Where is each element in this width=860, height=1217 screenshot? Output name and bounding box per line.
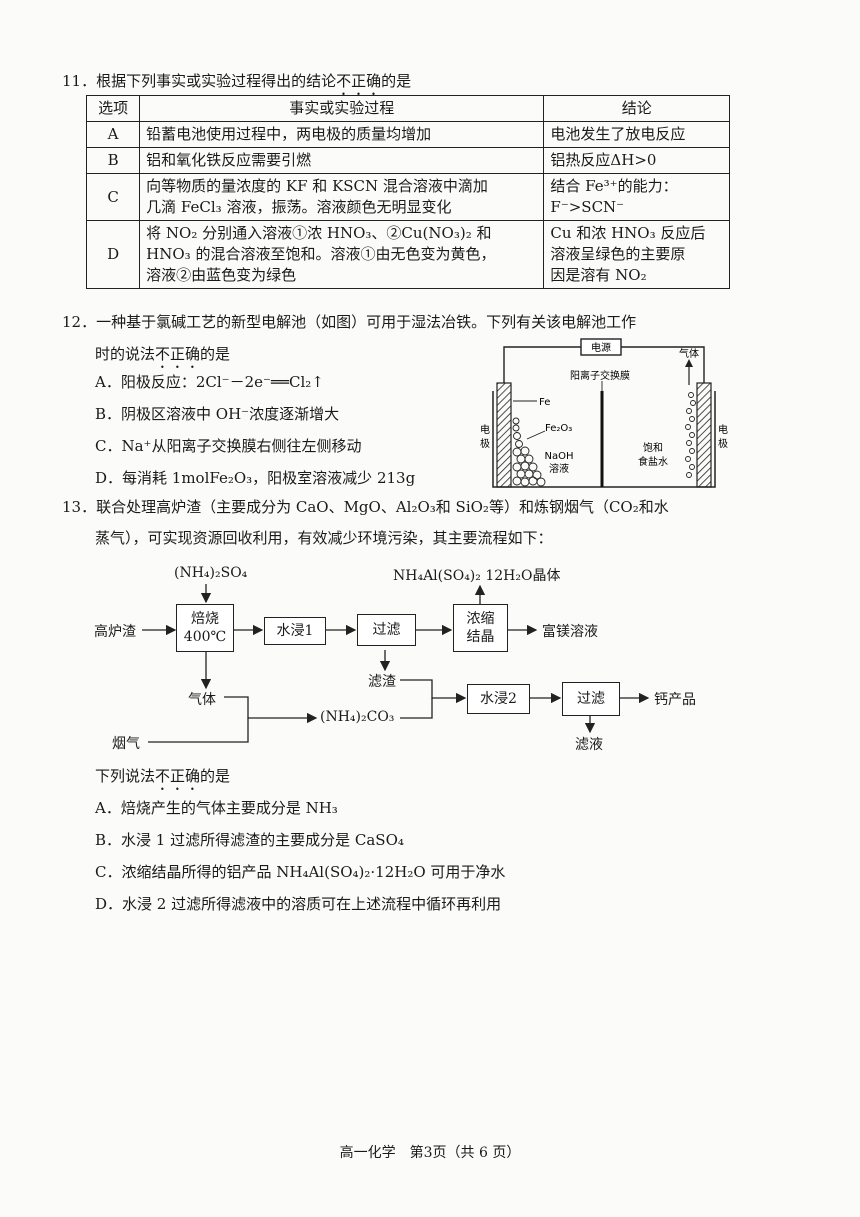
table-row: B 铝和氧化铁反应需要引燃 铝热反应ΔH>0 xyxy=(85,147,730,174)
flow-mg-solution: 富镁溶液 xyxy=(542,624,598,640)
flow-residue: 滤渣 xyxy=(368,674,396,690)
power-wire xyxy=(503,346,705,383)
flow-product-top: NH₄Al(SO₄)₂ 12H₂O晶体 xyxy=(393,568,561,584)
table-header-row: 选项 事实或实验过程 结论 xyxy=(85,95,730,122)
row-option: D xyxy=(85,220,141,289)
line-flue-join xyxy=(148,718,249,743)
fe2o3-pile xyxy=(512,417,546,487)
line-carbonate-join xyxy=(400,698,433,719)
row-option: A xyxy=(85,121,141,148)
q12-option-b: B．阴极区溶液中 OH⁻浓度逐渐增大 xyxy=(95,405,340,423)
power-label: 电源 xyxy=(591,341,611,354)
naoh-label-2: 溶液 xyxy=(549,462,569,475)
naoh-label-1: NaOH xyxy=(545,451,574,462)
q11-stem: 11．根据下列事实或实验过程得出的结论不正确的是 xyxy=(62,72,412,90)
power-source-box xyxy=(580,338,622,356)
arrow-residue-to-leach2 xyxy=(400,679,467,704)
flow-input: 高炉渣 xyxy=(94,624,136,640)
row-fact: 向等物质的量浓度的 KF 和 KSCN 混合溶液中滴加 几滴 FeCl₃ 溶液，… xyxy=(139,173,545,221)
q12-stem-line1: 12．一种基于氯碱工艺的新型电解池（如图）可用于湿法冶铁。下列有关该电解池工作 xyxy=(62,313,637,331)
right-electrode-label-2: 极 xyxy=(718,437,728,450)
brine-label-2: 食盐水 xyxy=(638,455,668,468)
leach2-box: 水浸2 xyxy=(467,684,530,714)
gas-label: 气体 xyxy=(679,347,699,360)
row-conclusion: Cu 和浓 HNO₃ 反应后 溶液呈绿色的主要原 因是溶有 NO₂ xyxy=(543,220,730,289)
q13-stem-line1: 13．联合处理高炉渣（主要成分为 CaO、MgO、Al₂O₃和 SiO₂等）和炼… xyxy=(62,498,669,516)
q13-question: 下列说法不正确的是 xyxy=(95,767,231,785)
q13-stem-line2: 蒸气），可实现资源回收利用，有效减少环境污染，其主要流程如下： xyxy=(95,529,553,547)
right-electrode xyxy=(696,382,712,488)
q12-option-a: A．阳极反应：2Cl⁻－2e⁻══Cl₂↑ xyxy=(95,373,324,391)
row-conclusion: 电池发生了放电反应 xyxy=(543,121,730,148)
flow-gas: 气体 xyxy=(188,692,216,708)
fe-label: Fe xyxy=(539,397,550,408)
right-electrode-label-1: 电 xyxy=(718,423,728,436)
fe2o3-leader xyxy=(526,430,546,440)
flow-filtrate: 滤液 xyxy=(575,737,603,753)
row-fact: 将 NO₂ 分别通入溶液①浓 HNO₃、②Cu(NO₃)₂ 和 HNO₃ 的混合… xyxy=(139,220,545,289)
gas-arrow-head xyxy=(685,359,693,367)
row-conclusion: 铝热反应ΔH>0 xyxy=(543,147,730,174)
header-fact: 事实或实验过程 xyxy=(139,95,545,122)
flow-reagent: (NH₄)₂SO₄ xyxy=(174,565,248,581)
q12-option-c: C．Na⁺从阳离子交换膜右侧往左侧移动 xyxy=(95,437,362,455)
table-row: A 铅蓄电池使用过程中，两电极的质量均增加 电池发生了放电反应 xyxy=(85,121,730,148)
arrow-gas-to-carbonate xyxy=(224,696,318,724)
row-conclusion: 结合 Fe³⁺的能力： F⁻>SCN⁻ xyxy=(543,173,730,221)
header-option: 选项 xyxy=(85,95,141,122)
q13-option-c: C．浓缩结晶所得的铝产品 NH₄Al(SO₄)₂·12H₂O 可用于净水 xyxy=(95,863,506,881)
flow-flue: 烟气 xyxy=(112,736,140,752)
concentrate-box: 浓缩 结晶 xyxy=(453,604,508,652)
table-row: D 将 NO₂ 分别通入溶液①浓 HNO₃、②Cu(NO₃)₂ 和 HNO₃ 的… xyxy=(85,220,730,289)
roast-box: 焙烧 400℃ xyxy=(176,604,234,652)
table-row: C 向等物质的量浓度的 KF 和 KSCN 混合溶液中滴加 几滴 FeCl₃ 溶… xyxy=(85,173,730,221)
q13-option-a: A．焙烧产生的气体主要成分是 NH₃ xyxy=(95,799,338,817)
q12-stem-line2: 时的说法不正确的是 xyxy=(95,345,231,363)
filter2-box: 过滤 xyxy=(562,682,620,716)
header-conclusion: 结论 xyxy=(543,95,730,122)
q11-table: 选项 事实或实验过程 结论 A 铅蓄电池使用过程中，两电极的质量均增加 电池发生… xyxy=(85,95,730,289)
left-electrode xyxy=(496,382,512,488)
brine-label-1: 饱和 xyxy=(643,442,663,454)
leach1-box: 水浸1 xyxy=(264,617,326,645)
left-electrode-label-2: 极 xyxy=(480,437,490,450)
q13-option-b: B．水浸 1 过滤所得滤渣的主要成分是 CaSO₄ xyxy=(95,831,404,849)
row-fact: 铅蓄电池使用过程中，两电极的质量均增加 xyxy=(139,121,545,148)
flow-ca-product: 钙产品 xyxy=(654,692,696,708)
page-footer: 高一化学 第3页（共 6 页） xyxy=(339,1145,521,1161)
q13-option-d: D．水浸 2 过滤所得滤液中的溶质可在上述流程中循环再利用 xyxy=(95,895,502,913)
left-electrode-label-1: 电 xyxy=(480,423,490,436)
flow-carbonate: (NH₄)₂CO₃ xyxy=(320,709,395,725)
row-option: B xyxy=(85,147,141,174)
electrolysis-cell-diagram: 电源 阳离子交换膜 气体 Fe Fe₂O₃ NaOH 溶液 饱和 食盐水 电 极… xyxy=(480,338,728,488)
membrane-label: 阳离子交换膜 xyxy=(570,369,630,382)
tank-outline xyxy=(492,391,716,488)
row-option: C xyxy=(85,173,141,221)
filter1-box: 过滤 xyxy=(357,614,416,646)
q12-option-d: D．每消耗 1molFe₂O₃，阳极室溶液减少 213g xyxy=(95,469,416,487)
gas-bubbles xyxy=(685,392,696,478)
fe2o3-label: Fe₂O₃ xyxy=(545,423,572,434)
